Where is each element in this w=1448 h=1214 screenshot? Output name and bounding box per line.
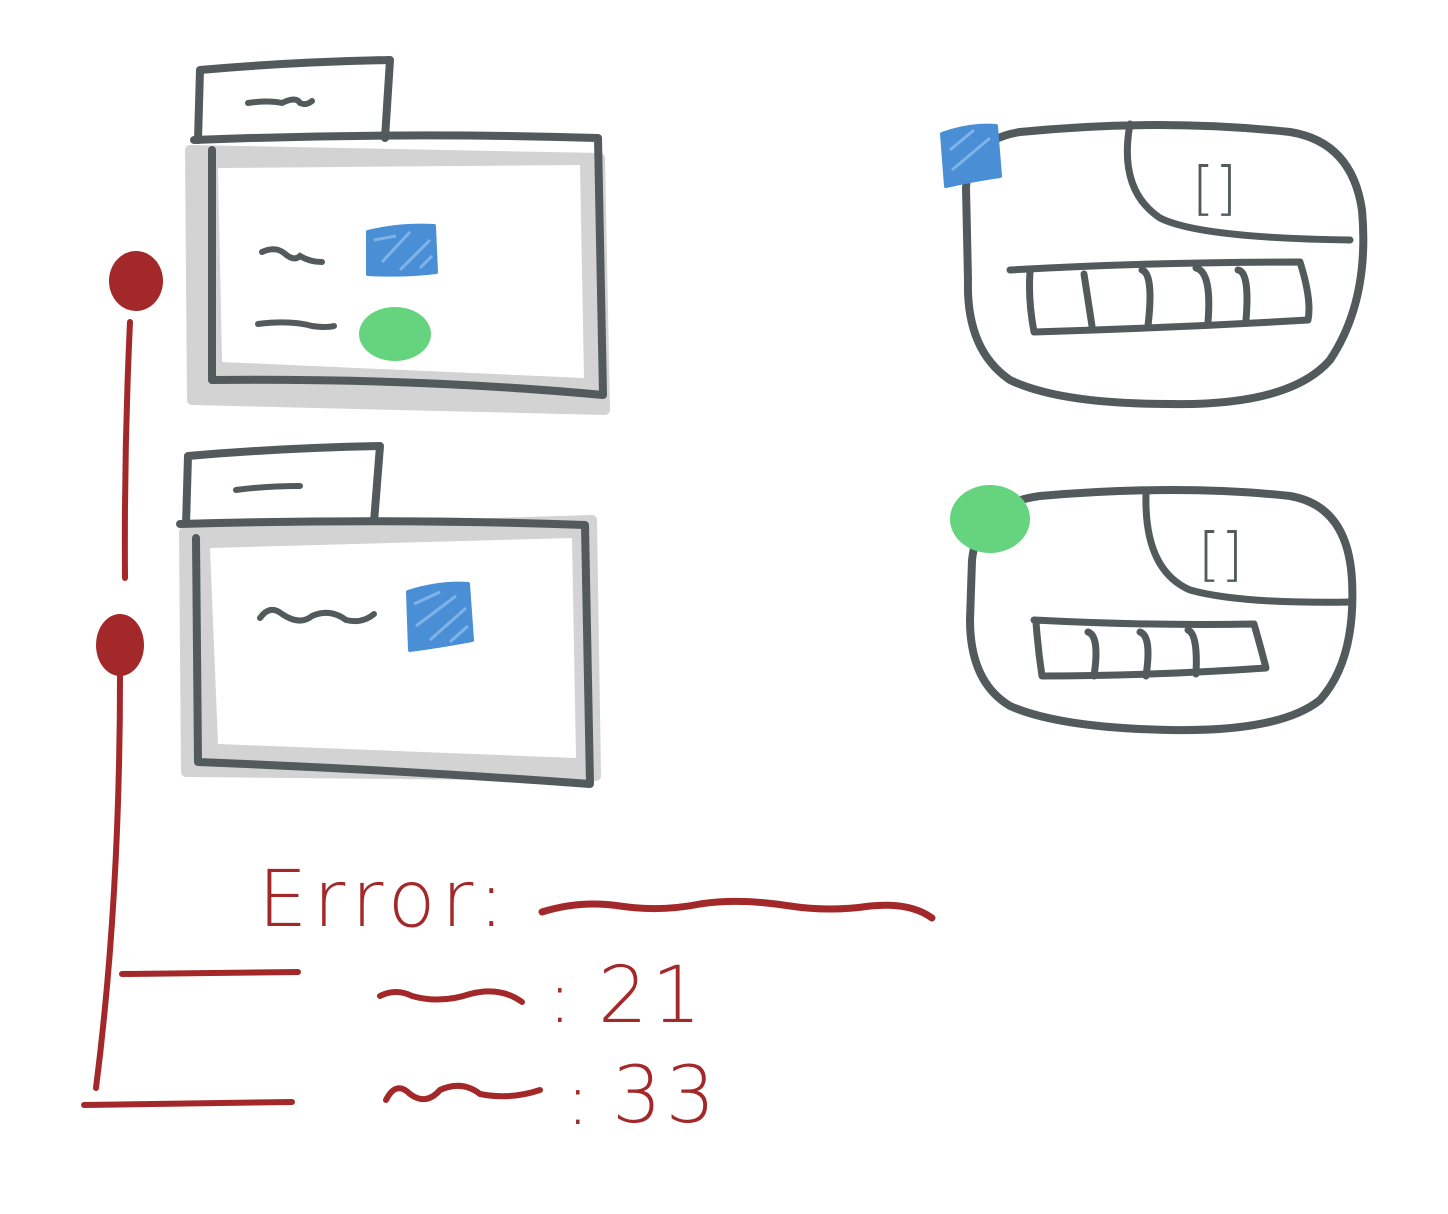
object-1-outline [962,121,1368,409]
object-2-array-cell-divider [1084,628,1100,680]
trace-2-function-squiggle [383,1082,543,1103]
object-2-slot-divider [1142,490,1356,606]
trace-1-function-squiggle [377,988,525,1005]
trace-1-separator: : [548,957,572,1039]
blue-square-icon [940,123,1002,188]
object-2-array-cell-divider [1184,626,1200,678]
object-1-array-frame [1006,258,1313,336]
breakpoint-1-line [121,319,133,581]
window-2-tab-title-squiggle [233,483,303,493]
breakpoint-1-dot [109,251,163,311]
window-2-frame [176,517,594,788]
error-message: Error: : 21 : 33 [258,855,936,1141]
object-1: [] [940,120,1368,409]
window-1 [185,56,610,415]
object-1-array-cell-divider [1138,266,1154,330]
trace-1-connector [119,969,301,977]
error-label: Error: [258,855,510,945]
window-1-tab-title-squiggle [245,96,315,108]
trace-2-separator: : [566,1059,590,1141]
window-2-row-1-label-squiggle [257,606,377,625]
trace-2-connector [81,1099,295,1108]
object-1-array-cell-divider [1080,270,1096,330]
window-2-inner [210,538,576,758]
object-2: [] [950,485,1357,735]
object-2-outline [966,486,1357,735]
object-1-array-cell-divider [1234,266,1251,324]
window-2-tab [182,442,384,529]
object-1-slot-divider [1123,120,1354,244]
window-2 [176,442,601,788]
breakpoint-2-line [93,673,123,1091]
object-1-array-cell-divider [1192,264,1213,326]
blue-square-icon [366,223,438,277]
object-2-array-cell-divider [1136,628,1152,680]
object-2-array-frame [1030,616,1270,680]
error-message-squiggle [538,897,936,922]
window-1-row-2-label-squiggle [255,319,337,330]
breakpoint-2-dot [96,614,144,676]
trace-1-line-number: 21 [598,951,705,1041]
green-dot-icon [950,485,1030,553]
window-1-tab [194,56,394,144]
object-1-slot-text: [] [1192,154,1237,222]
trace-2-line-number: 33 [612,1051,719,1141]
blue-square-icon [406,581,474,652]
green-dot-icon [359,307,431,361]
window-1-frame [190,131,607,399]
object-2-slot-text: [] [1198,520,1243,588]
window-1-row-1-label-squiggle [259,246,325,265]
call-stack-timeline [81,251,301,1108]
